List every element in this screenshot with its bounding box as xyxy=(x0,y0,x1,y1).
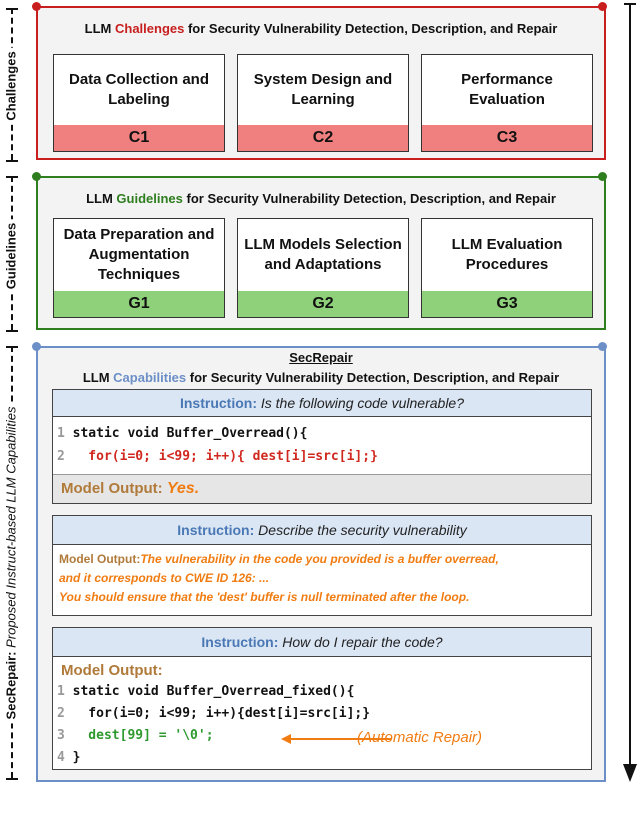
challenges-section: LLM Challenges for Security Vulnerabilit… xyxy=(36,6,606,160)
challenges-side-label: Challenges xyxy=(3,47,19,125)
secrepair-corner-dot-right xyxy=(598,342,607,351)
guidelines-title: LLM Guidelines for Security Vulnerabilit… xyxy=(38,191,604,206)
guidelines-title-post: for Security Vulnerability Detection, De… xyxy=(182,191,556,206)
instruction-text: Describe the security vulnerability xyxy=(258,522,467,538)
secrepair-title-pre: LLM xyxy=(82,370,114,385)
repair-arrow-icon xyxy=(281,734,391,744)
line-number: 2 xyxy=(57,706,65,721)
challenges-title: LLM Challenges for Security Vulnerabilit… xyxy=(38,21,604,36)
automatic-repair-note: (Automatic Repair) xyxy=(357,729,483,746)
challenge-card-id: C3 xyxy=(422,125,592,151)
secrepair-corner-dot-left xyxy=(32,342,41,351)
guidelines-tick-bottom xyxy=(6,330,18,332)
guidelines-corner-dot-right xyxy=(598,172,607,181)
guidelines-side-label: Guidelines xyxy=(3,218,19,294)
description-instruction: Instruction: Describe the security vulne… xyxy=(53,516,591,545)
challenges-corner-dot-right xyxy=(598,2,607,11)
secrepair-title: LLM Capabilities for Security Vulnerabil… xyxy=(38,370,604,385)
guideline-card-evaluation-procedures: LLM Evaluation Procedures G3 xyxy=(421,218,593,318)
secrepair-title-post: for Security Vulnerability Detection, De… xyxy=(186,370,560,385)
line-number: 4 xyxy=(57,750,65,765)
challenges-title-key: Challenges xyxy=(114,21,185,36)
challenge-card-id: C1 xyxy=(54,125,224,151)
output-text: and it corresponds to CWE ID 126: ... xyxy=(59,571,270,585)
guidelines-section: LLM Guidelines for Security Vulnerabilit… xyxy=(36,176,606,330)
challenge-card-system-design: System Design and Learning C2 xyxy=(237,54,409,152)
detection-panel: Instruction: Is the following code vulne… xyxy=(52,389,592,504)
guideline-card-model-selection: LLM Models Selection and Adaptations G2 xyxy=(237,218,409,318)
challenges-tick-top xyxy=(6,8,18,10)
flow-arrow xyxy=(623,3,637,782)
output-text: You should ensure that the 'dest' buffer… xyxy=(59,590,470,604)
vulnerable-code-text: for(i=0; i<99; i++){ dest[i]=src[i];} xyxy=(72,449,378,464)
repaired-code-text: dest[99] = '\0'; xyxy=(72,728,214,743)
challenges-corner-dot-left xyxy=(32,2,41,11)
instruction-label: Instruction: xyxy=(177,522,255,538)
repair-instruction: Instruction: How do I repair the code? xyxy=(53,628,591,657)
line-number: 2 xyxy=(57,449,65,464)
secrepair-side-label-italic: Proposed Instruct-based LLM Capabilities xyxy=(3,406,19,648)
challenge-card-performance-evaluation: Performance Evaluation C3 xyxy=(421,54,593,152)
line-number: 1 xyxy=(57,426,65,441)
detection-instruction: Instruction: Is the following code vulne… xyxy=(53,390,591,417)
secrepair-tick-bottom xyxy=(6,778,18,780)
challenge-card-id: C2 xyxy=(238,125,408,151)
challenges-tick-bottom xyxy=(6,160,18,162)
secrepair-heading: SecRepair xyxy=(289,350,353,365)
code-line: 1 static void Buffer_Overread(){ xyxy=(57,426,307,441)
code-line: 4 } xyxy=(57,750,80,765)
code-text: static void Buffer_Overread(){ xyxy=(72,426,308,441)
code-text: static void Buffer_Overread_fixed(){ xyxy=(72,684,355,699)
challenges-title-post: for Security Vulnerability Detection, De… xyxy=(184,21,558,36)
output-label: Model Output: xyxy=(59,552,141,566)
code-line: 2 for(i=0; i<99; i++){ dest[i]=src[i];} xyxy=(57,449,378,464)
output-label: Model Output: xyxy=(61,662,163,679)
description-output: Model Output:The vulnerability in the co… xyxy=(59,550,499,607)
guidelines-corner-dot-left xyxy=(32,172,41,181)
guidelines-title-pre: LLM xyxy=(86,191,117,206)
instruction-text: How do I repair the code? xyxy=(282,634,443,650)
line-number: 1 xyxy=(57,684,65,699)
challenge-card-data-collection: Data Collection and Labeling C1 xyxy=(53,54,225,152)
detection-output: Model Output: Yes. xyxy=(53,474,591,503)
description-panel: Instruction: Describe the security vulne… xyxy=(52,515,592,616)
guidelines-tick-top xyxy=(6,176,18,178)
code-line: 3 dest[99] = '\0'; xyxy=(57,728,214,743)
challenges-title-pre: LLM xyxy=(84,21,115,36)
guideline-card-text: LLM Models Selection and Adaptations xyxy=(244,236,402,273)
guideline-card-id: G3 xyxy=(422,291,592,317)
line-number: 3 xyxy=(57,728,65,743)
secrepair-side-label: SecRepair: Proposed Instruct-based LLM C… xyxy=(3,402,19,724)
challenge-card-text: Data Collection and Labeling xyxy=(68,71,210,108)
instruction-label: Instruction: xyxy=(179,395,257,411)
description-output-line1: Model Output:The vulnerability in the co… xyxy=(59,550,499,569)
code-line: 2 for(i=0; i<99; i++){dest[i]=src[i];} xyxy=(57,706,370,721)
guideline-card-id: G1 xyxy=(54,291,224,317)
guideline-card-text: LLM Evaluation Procedures xyxy=(451,236,563,273)
instruction-text: Is the following code vulnerable? xyxy=(260,395,465,411)
challenge-card-text: Performance Evaluation xyxy=(461,71,553,108)
instruction-label: Instruction: xyxy=(201,634,279,650)
output-text: Yes. xyxy=(166,480,200,497)
output-label: Model Output: xyxy=(61,480,163,497)
code-line: 1 static void Buffer_Overread_fixed(){ xyxy=(57,684,354,699)
code-text: for(i=0; i<99; i++){dest[i]=src[i];} xyxy=(72,706,371,721)
guideline-card-data-preparation: Data Preparation and Augmentation Techni… xyxy=(53,218,225,318)
code-text: } xyxy=(72,750,81,765)
output-text: The vulnerability in the code you provid… xyxy=(140,552,499,566)
secrepair-side-label-bold: SecRepair: xyxy=(3,651,19,720)
guideline-card-id: G2 xyxy=(238,291,408,317)
secrepair-tick-top xyxy=(6,346,18,348)
repair-panel: Instruction: How do I repair the code? M… xyxy=(52,627,592,770)
guideline-card-text: Data Preparation and Augmentation Techni… xyxy=(63,226,215,283)
challenge-card-text: System Design and Learning xyxy=(253,71,393,108)
guidelines-title-key: Guidelines xyxy=(116,191,183,206)
secrepair-title-key: Capabilities xyxy=(113,370,187,385)
